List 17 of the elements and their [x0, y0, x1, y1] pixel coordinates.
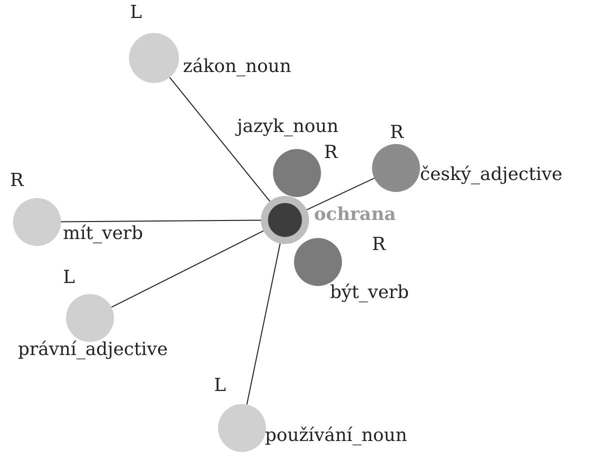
node-label: ochrana: [314, 206, 396, 224]
node-label: jazyk_noun: [237, 118, 338, 136]
side-label: R: [10, 172, 24, 190]
node-label: používání_noun: [265, 427, 408, 445]
node-label: zákon_noun: [183, 58, 292, 76]
node-label: český_adjective: [420, 166, 562, 184]
side-label: L: [63, 269, 75, 287]
node-label: mít_verb: [63, 225, 144, 243]
node-label: právní_adjective: [18, 341, 168, 359]
side-label: R: [390, 124, 404, 142]
side-label: L: [130, 4, 142, 22]
node-label: být_verb: [330, 284, 409, 302]
side-label: R: [372, 236, 386, 254]
connector-line: [246, 243, 281, 405]
side-label: L: [214, 377, 226, 395]
connector-line: [60, 220, 262, 222]
side-label: R: [324, 144, 338, 162]
